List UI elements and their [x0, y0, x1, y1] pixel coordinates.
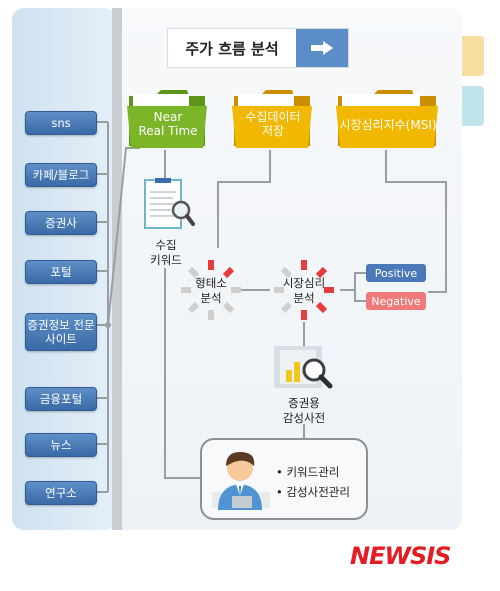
positive-badge: Positive — [366, 264, 426, 282]
sentiment-spinner-icon — [274, 260, 334, 320]
sentiment-line1: 시장심리 — [282, 276, 326, 290]
arrow-right-icon — [296, 29, 348, 67]
folder-yellow-icon — [232, 90, 312, 148]
clipboard-magnifier-icon — [144, 178, 195, 229]
morpheme-line1: 형태소 — [195, 276, 227, 290]
dictionary-label: 증권용 감성사전 — [272, 396, 336, 426]
source-finance-portal: 금융포털 — [25, 387, 97, 411]
sentiment-line2: 분석 — [293, 290, 315, 305]
folder-realtime-label: Near Real Time — [127, 110, 209, 139]
panel-divider — [112, 8, 122, 530]
morpheme-label: 형태소 분석 — [186, 276, 236, 306]
admin-item-dictionary: • 감성사전관리 — [276, 485, 350, 500]
title-box: 주가 흐름 분석 — [167, 28, 349, 68]
folder-msi-icon — [336, 90, 438, 148]
admin-items: • 키워드관리 • 감성사전관리 — [276, 462, 366, 502]
dictionary-chart-icon — [274, 346, 333, 389]
folder-realtime-line1: Near — [153, 110, 183, 124]
admin-item-keyword-label: 키워드관리 — [286, 465, 340, 479]
newsis-logo: NEWSIS — [350, 542, 451, 570]
collect-keyword-line2: 키워드 — [150, 252, 182, 267]
operator-avatar-icon — [212, 452, 270, 510]
folder-green-icon — [127, 90, 207, 148]
loading-spinner-icon — [181, 260, 241, 320]
sentiment-label: 시장심리 분석 — [274, 276, 334, 306]
collect-keyword-label: 수집 키워드 — [138, 238, 194, 268]
source-cafe-blog: 카페/블로그 — [25, 163, 97, 187]
source-portal: 포털 — [25, 260, 97, 284]
page-title: 주가 흐름 분석 — [185, 39, 279, 58]
source-stock-info-sites: 증권정보 전문사이트 — [25, 313, 97, 351]
source-research: 연구소 — [25, 481, 97, 505]
folder-store-label: 수집데이터 저장 — [232, 110, 314, 139]
dictionary-line2: 감성사전 — [282, 410, 326, 425]
tab-yellow — [462, 36, 484, 76]
admin-item-keyword: • 키워드관리 — [276, 465, 340, 479]
folder-realtime-line2: Real Time — [138, 124, 198, 139]
negative-badge: Negative — [366, 292, 426, 310]
source-news: 뉴스 — [25, 433, 97, 457]
folder-msi-label: 시장심리지수(MSI) — [339, 118, 437, 132]
admin-item-dictionary-label: 감성사전관리 — [286, 485, 350, 500]
folder-store-line2: 저장 — [261, 124, 285, 139]
tab-cyan — [462, 86, 484, 126]
dictionary-line1: 증권용 — [288, 396, 320, 410]
source-securities: 증권사 — [25, 211, 97, 235]
morpheme-line2: 분석 — [200, 290, 222, 305]
collect-keyword-line1: 수집 — [155, 238, 177, 252]
source-sns: sns — [25, 111, 97, 135]
folder-store-line1: 수집데이터 — [245, 110, 301, 124]
